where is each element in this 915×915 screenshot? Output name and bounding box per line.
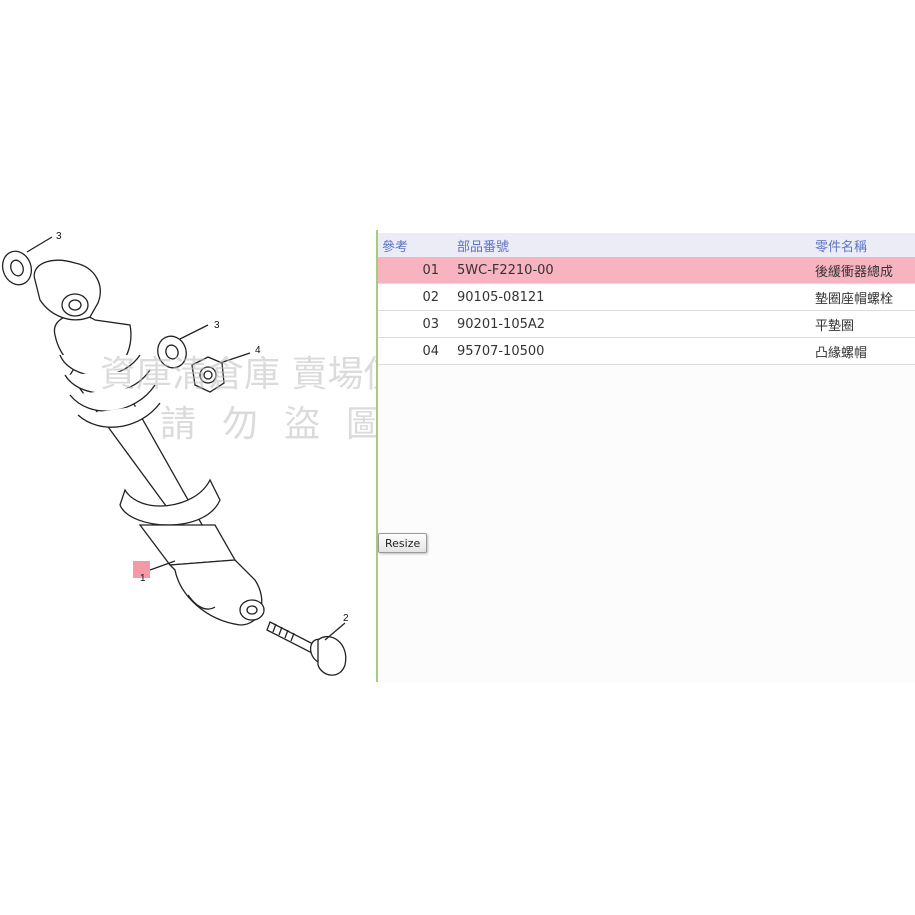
cell-part-number: 90201-105A2 bbox=[457, 310, 815, 338]
panel-divider[interactable] bbox=[376, 230, 378, 682]
table-header-row: 參考 部品番號 零件名稱 bbox=[378, 233, 915, 257]
shock-absorber bbox=[33, 259, 265, 626]
table-row[interactable]: 03 90201-105A2 平墊圈 bbox=[378, 310, 915, 338]
callout-label: 2 bbox=[343, 613, 349, 624]
parts-diagram: 3 3 4 1 2 bbox=[1, 231, 349, 676]
callout-label: 3 bbox=[56, 231, 62, 242]
parts-list-panel: 參考 部品番號 零件名稱 01 5WC-F2210-00 後緩衝器總成 02 9… bbox=[378, 233, 915, 682]
washer-top bbox=[1, 250, 33, 286]
cell-part-number: 5WC-F2210-00 bbox=[457, 257, 815, 284]
flange-nut bbox=[191, 356, 225, 393]
resize-button[interactable]: Resize bbox=[378, 533, 428, 553]
cell-ref: 04 bbox=[378, 337, 457, 365]
cell-part-name: 凸緣螺帽 bbox=[815, 337, 915, 365]
cell-ref: 03 bbox=[378, 310, 457, 338]
flange-bolt bbox=[266, 621, 347, 676]
cell-ref: 02 bbox=[378, 283, 457, 311]
cell-part-number: 95707-10500 bbox=[457, 337, 815, 365]
cell-part-name: 後緩衝器總成 bbox=[815, 257, 915, 284]
header-ref[interactable]: 參考 bbox=[378, 233, 457, 257]
washer-middle bbox=[157, 335, 187, 369]
table-row[interactable]: 02 90105-08121 墊圈座帽螺栓 bbox=[378, 283, 915, 311]
table-row[interactable]: 01 5WC-F2210-00 後緩衝器總成 bbox=[378, 257, 915, 284]
callout-label: 1 bbox=[140, 573, 146, 584]
callout-1-highlight bbox=[133, 561, 150, 578]
header-part-number[interactable]: 部品番號 bbox=[457, 233, 815, 257]
header-part-name[interactable]: 零件名稱 bbox=[815, 233, 915, 257]
callout-label: 4 bbox=[255, 345, 261, 356]
cell-part-number: 90105-08121 bbox=[457, 283, 815, 311]
callout-label: 3 bbox=[214, 320, 220, 331]
parts-table: 參考 部品番號 零件名稱 01 5WC-F2210-00 後緩衝器總成 02 9… bbox=[378, 233, 915, 365]
table-row[interactable]: 04 95707-10500 凸緣螺帽 bbox=[378, 337, 915, 365]
cell-part-name: 墊圈座帽螺栓 bbox=[815, 283, 915, 311]
cell-part-name: 平墊圈 bbox=[815, 310, 915, 338]
cell-ref: 01 bbox=[378, 257, 457, 284]
